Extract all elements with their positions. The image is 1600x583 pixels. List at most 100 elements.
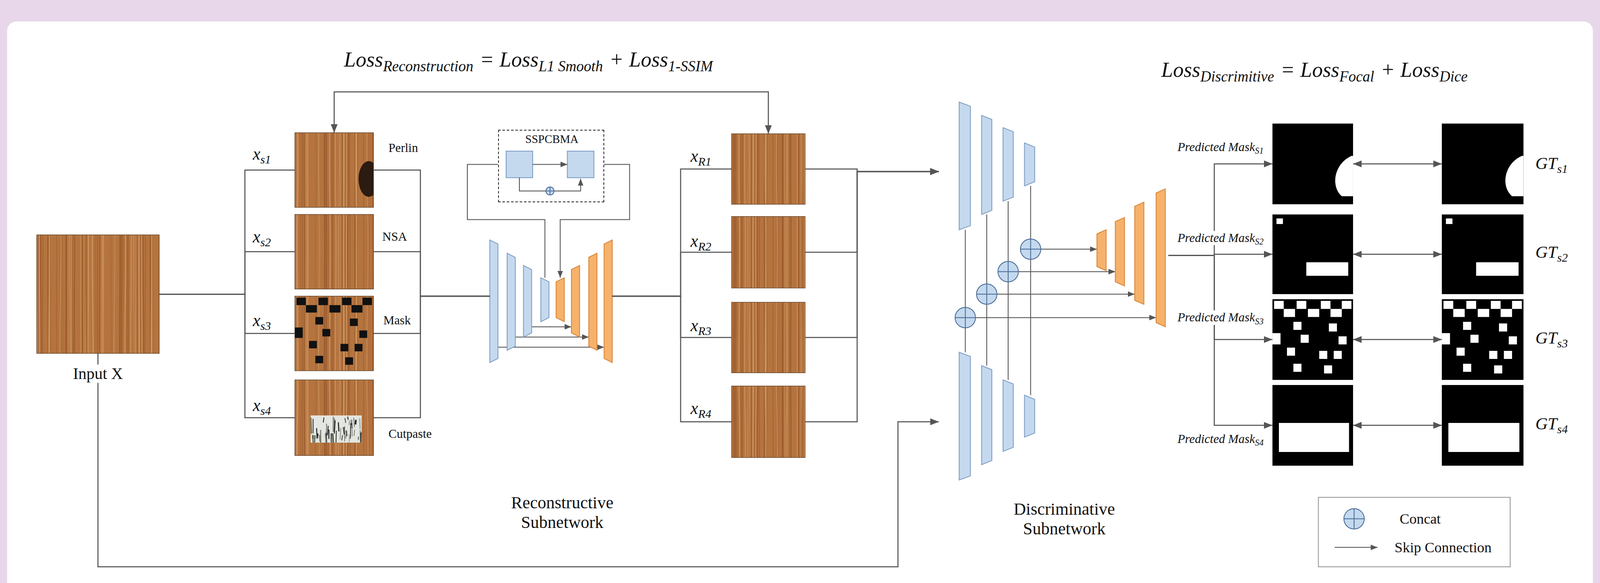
- synthetic-image: xs2NSA: [295, 214, 374, 290]
- mask-region: [1320, 300, 1331, 309]
- node-text: SSPCBMA: [525, 133, 579, 146]
- text-label: NSA: [380, 229, 409, 244]
- mask-region: [1470, 334, 1479, 343]
- skip-connection: [531, 326, 572, 328]
- legend-arrow: [1334, 546, 1378, 548]
- connector: [1168, 255, 1273, 340]
- mask-region: [1328, 323, 1337, 332]
- birch-streak: [327, 425, 329, 435]
- predicted-mask: Predicted MaskS4: [1272, 384, 1354, 466]
- mask-patch: [322, 328, 331, 337]
- mask-region: [1324, 365, 1333, 374]
- mask-patch: [342, 297, 352, 305]
- legend-text: Skip Connection: [1394, 539, 1492, 555]
- anomaly-blob: [358, 160, 374, 197]
- birch-streak: [345, 429, 347, 438]
- node-text: x: [252, 395, 261, 415]
- subscript: s3: [1557, 336, 1569, 350]
- module-link: [560, 164, 630, 278]
- text-label: xs4: [251, 395, 273, 415]
- connector: [159, 251, 295, 294]
- mask-patch: [351, 304, 363, 313]
- mask-region: [1490, 300, 1501, 309]
- connector: [159, 293, 295, 334]
- ground-truth-mask: GTs2: [1441, 214, 1524, 295]
- skip-connection: [1040, 248, 1098, 250]
- concat-cross: [965, 307, 966, 328]
- mask-region: [1333, 350, 1343, 359]
- mask-region: [1489, 350, 1498, 359]
- connector: [1353, 253, 1442, 256]
- subscript: Dice: [1439, 68, 1468, 85]
- mask-patch: [344, 356, 353, 365]
- mask-region: [1341, 300, 1352, 309]
- mask-region: [1330, 308, 1342, 317]
- concat-symbol: [545, 186, 554, 195]
- text-label: GTs3: [1533, 327, 1570, 348]
- birch-streak: [355, 419, 357, 424]
- mask-ground: [1441, 123, 1524, 205]
- birch-streak: [330, 432, 332, 443]
- text-label: Discriminative Subnetwork: [988, 498, 1141, 539]
- connector: [1353, 163, 1442, 165]
- connector: [1353, 424, 1442, 426]
- mask-ground: [1272, 298, 1354, 380]
- mask-patch: [354, 343, 363, 351]
- concat-circle: [1020, 238, 1041, 260]
- mask-region: [1504, 350, 1513, 359]
- mask-region: [1453, 308, 1465, 317]
- concat-circle: [997, 261, 1019, 282]
- encoder-block: [981, 365, 992, 465]
- subscript: Focal: [1339, 68, 1375, 85]
- text-label: Cutpaste: [386, 426, 434, 441]
- subscript: s2: [1557, 250, 1569, 264]
- birch-streak: [353, 429, 355, 436]
- birch-streak: [351, 419, 352, 423]
- birch-streak: [357, 436, 359, 440]
- mask-region: [1466, 300, 1477, 309]
- mask-region: [1441, 333, 1450, 345]
- legend-text: Concat: [1399, 510, 1441, 527]
- mask-region: [1306, 261, 1348, 276]
- mask-region: [1494, 365, 1503, 374]
- text-label: Input X: [71, 364, 125, 383]
- predicted-mask: Predicted MaskS3: [1272, 298, 1354, 380]
- mask-region: [1335, 155, 1354, 197]
- concat-circle: [976, 283, 998, 305]
- encoder-block: [489, 239, 499, 363]
- encoder-block: [959, 101, 971, 230]
- birch-streak: [323, 417, 325, 423]
- subscript: s1: [260, 152, 271, 166]
- concat-cross: [1353, 508, 1355, 529]
- skip-connection: [965, 327, 966, 352]
- birch-streak: [342, 426, 345, 430]
- mask-patch: [295, 327, 303, 338]
- mask-region: [1476, 261, 1519, 276]
- skip-connection: [997, 293, 1135, 295]
- birch-streak: [351, 424, 353, 437]
- birch-streak: [332, 432, 334, 443]
- text-label: SSPCBMA: [523, 133, 581, 147]
- mask-region: [1446, 218, 1453, 224]
- connector: [805, 171, 939, 422]
- concat-cross: [1030, 238, 1032, 260]
- birch-streak: [350, 422, 351, 439]
- encoder-block: [1002, 127, 1014, 201]
- mask-ground: [1272, 384, 1354, 466]
- node-text: x: [252, 226, 261, 247]
- feature-block: [506, 150, 533, 178]
- birch-streak: [341, 434, 343, 441]
- text-label: xR1: [688, 146, 714, 166]
- decoder-block: [1156, 188, 1166, 327]
- reconstructed-image: xR4: [731, 385, 806, 458]
- reconstructed-image: xR3: [731, 301, 806, 373]
- connector: [159, 169, 295, 294]
- wood-texture: [731, 301, 806, 373]
- mask-region: [1293, 321, 1302, 330]
- synthetic-image: xs3Mask: [295, 295, 374, 371]
- encoder-block: [1002, 379, 1014, 451]
- subscript: Reconstruction: [382, 57, 474, 75]
- module-arrow: [532, 163, 568, 165]
- node-text: GT: [1535, 413, 1557, 433]
